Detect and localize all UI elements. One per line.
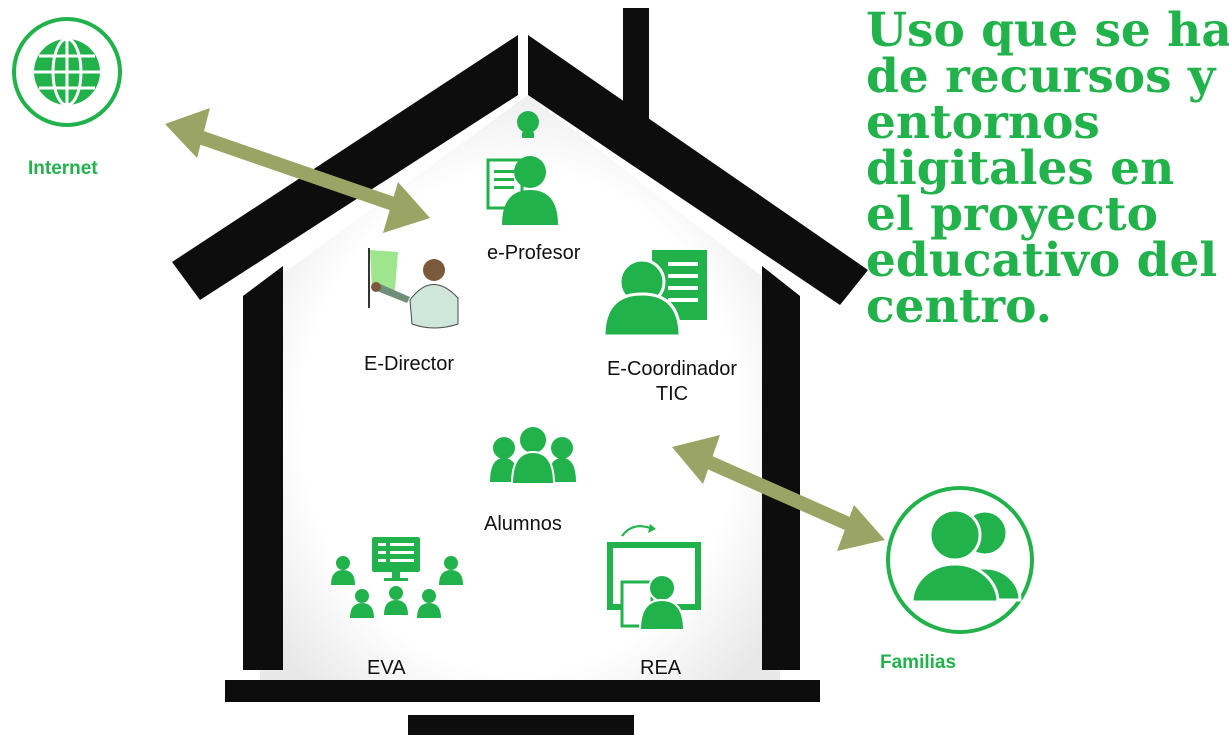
arrow-internet-director: [165, 108, 430, 233]
user-document-icon: [602, 250, 707, 338]
wall-right: [762, 266, 800, 670]
rea-label: REA: [640, 657, 682, 679]
title-line: entornos: [866, 95, 1100, 150]
title-line: centro.: [866, 279, 1053, 334]
title-line: digitales en: [866, 141, 1175, 196]
roof-left: [172, 35, 518, 300]
wall-left: [243, 266, 283, 670]
open-resources-icon: [607, 524, 701, 631]
family-icon: [886, 486, 1034, 634]
e-coordinador-label-line2: TIC: [655, 383, 689, 405]
teacher-idea-icon: [486, 111, 558, 225]
e-director-label: E-Director: [364, 353, 455, 375]
virtual-classroom-icon: [331, 537, 463, 618]
title-line: educativo del: [866, 233, 1218, 288]
eva-label: EVA: [367, 657, 406, 679]
title-line: Uso que se hace: [866, 3, 1229, 58]
group-icon: [490, 425, 576, 485]
alumnos-label: Alumnos: [484, 513, 562, 535]
title-line: de recursos y: [866, 49, 1216, 104]
roof-right: [528, 35, 868, 305]
internet-label: Internet: [28, 158, 98, 179]
e-coordinador-label-line1: E-Coordinador: [606, 358, 738, 380]
e-coordinador-label: E-Coordinador TIC: [582, 357, 762, 407]
house-frame: [172, 8, 868, 735]
arrow-familias-coordinador: [672, 435, 885, 551]
title-line: el proyecto: [866, 187, 1158, 242]
floor-base: [225, 680, 820, 702]
familias-label: Familias: [880, 652, 957, 673]
globe-icon: [12, 17, 122, 127]
foundation: [408, 715, 634, 735]
chimney: [623, 8, 649, 148]
e-profesor-label: e-Profesor: [487, 242, 581, 264]
diagram-title: Uso que se hace de recursos y entornos d…: [866, 3, 1229, 334]
presenter-clipart: [368, 248, 459, 329]
